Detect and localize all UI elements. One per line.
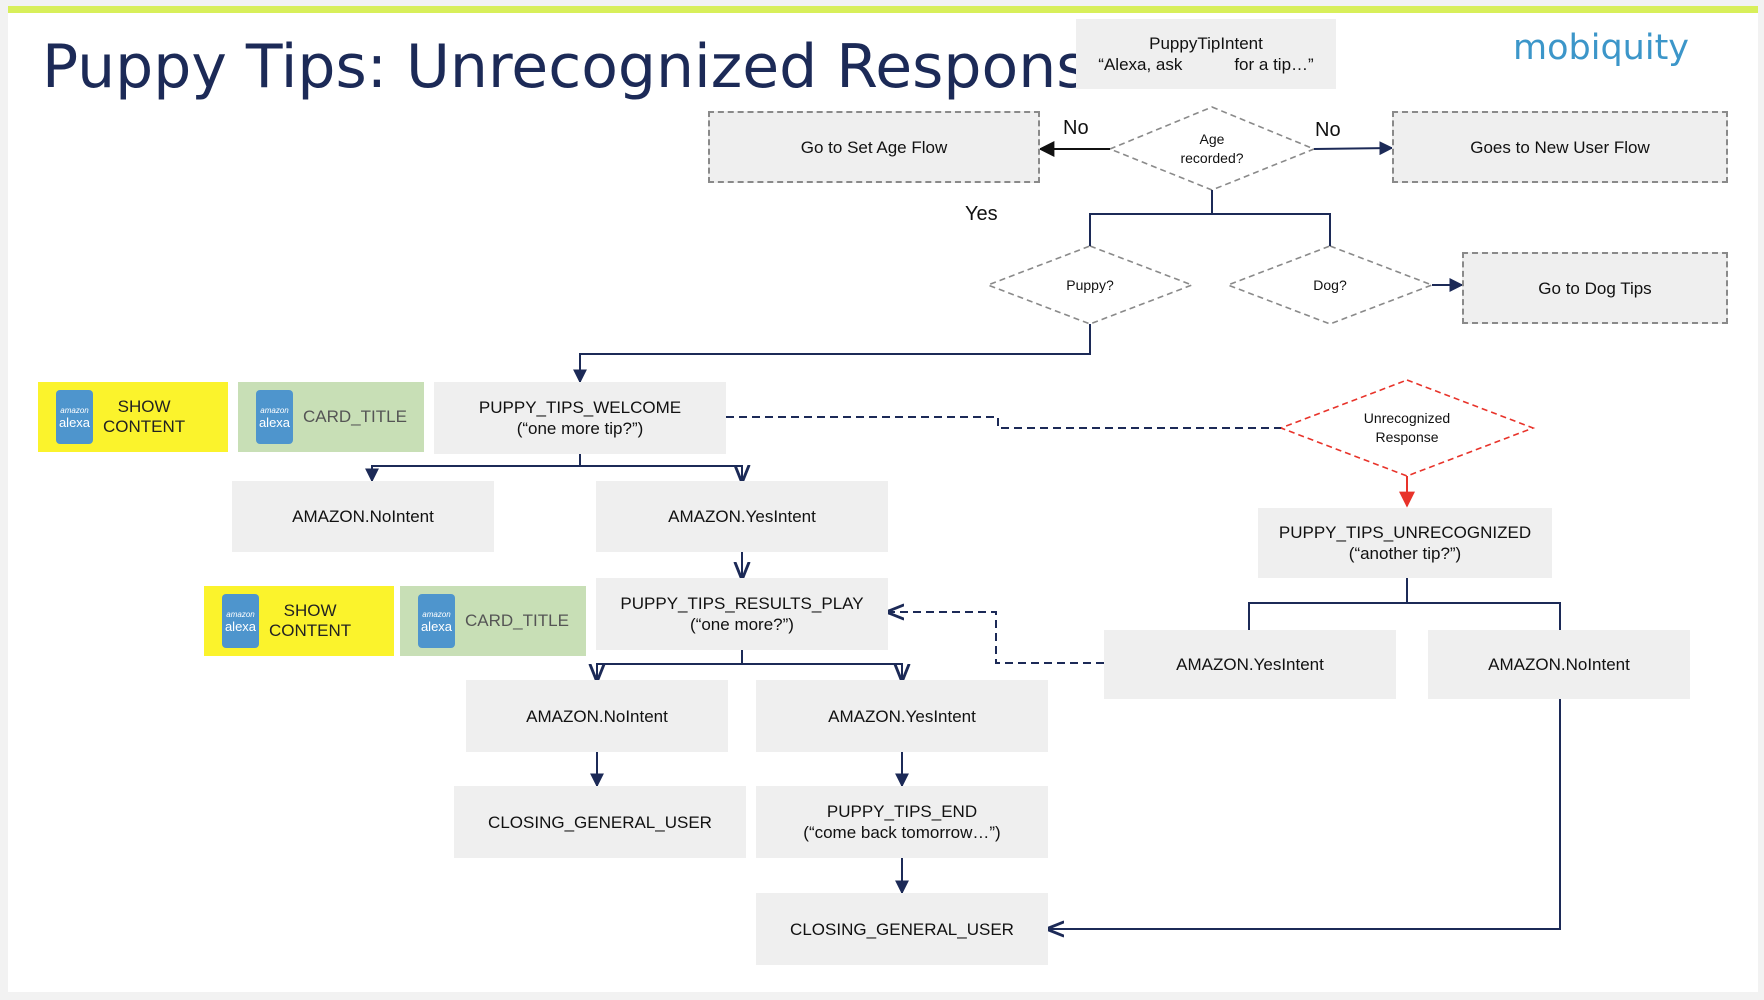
yes-intent-2-label: AMAZON.YesIntent xyxy=(828,706,976,726)
new-user-flow-label: Goes to New User Flow xyxy=(1470,137,1650,157)
unrecognized-decision-label: Unrecognized Response xyxy=(1342,405,1472,451)
alexa-icon: amazon alexa xyxy=(56,390,93,444)
edge-label-yes: Yes xyxy=(965,203,998,225)
alexa-icon: amazon alexa xyxy=(222,594,259,648)
show-content-text-2: SHOW CONTENT xyxy=(269,601,351,641)
alexa-icon-bottom-text: alexa xyxy=(258,414,291,430)
alexa-icon-bottom-text: alexa xyxy=(224,618,257,634)
show-content-line1: SHOW xyxy=(117,397,171,416)
welcome-prompt: (“one more tip?”) xyxy=(516,419,644,438)
puppy-tip-intent-node: PuppyTipIntent “Alexa, ask for a tip…” xyxy=(1076,19,1336,89)
puppy-tip-intent-utterance: “Alexa, ask for a tip…” xyxy=(1098,55,1314,74)
unrecognized-diamond xyxy=(1278,379,1536,477)
unrecognized-prompt: (“another tip?”) xyxy=(1348,544,1462,563)
flow-connectors xyxy=(365,106,1561,992)
unrecognized-decision-line2: Response xyxy=(1375,429,1439,445)
slide: Puppy Tips: Unrecognized Response mobiqu… xyxy=(8,6,1758,992)
set-age-flow-label: Go to Set Age Flow xyxy=(800,137,948,157)
yes-intent-1-label: AMAZON.YesIntent xyxy=(668,507,816,526)
age-recorded-label: Age recorded? xyxy=(1152,126,1272,172)
new-user-flow-node: Goes to New User Flow xyxy=(1392,111,1728,183)
puppy-diamond xyxy=(985,245,1195,325)
show-content-line2: CONTENT xyxy=(103,417,186,436)
slide-title: Puppy Tips: Unrecognized Response xyxy=(42,32,1125,102)
welcome-node: PUPPY_TIPS_WELCOME (“one more tip?”) xyxy=(434,382,726,454)
closing-1-label: CLOSING_GENERAL_USER xyxy=(488,812,712,832)
closing-node-1: CLOSING_GENERAL_USER xyxy=(454,786,746,858)
show-content-tag-1: amazon alexa SHOW CONTENT xyxy=(38,382,228,452)
show-content-line1: SHOW xyxy=(283,601,337,620)
results-play-node: PUPPY_TIPS_RESULTS_PLAY (“one more?”) xyxy=(596,578,888,650)
results-play-prompt: (“one more?”) xyxy=(690,615,794,634)
results-play-name: PUPPY_TIPS_RESULTS_PLAY xyxy=(620,594,864,613)
yes-intent-node-2: AMAZON.YesIntent xyxy=(756,680,1048,752)
card-title-tag-1: amazon alexa CARD_TITLE xyxy=(238,382,424,452)
puppy-tip-intent-name: PuppyTipIntent xyxy=(1149,34,1263,53)
no-intent-2-label: AMAZON.NoIntent xyxy=(526,706,668,726)
no-intent-node-1: AMAZON.NoIntent xyxy=(232,481,494,552)
yes-intent-unrec-label: AMAZON.YesIntent xyxy=(1176,655,1324,674)
tips-end-prompt: (“come back tomorrow…”) xyxy=(803,823,1001,842)
edge-label-no-left: No xyxy=(1063,117,1089,139)
alexa-icon-bottom-text: alexa xyxy=(420,618,453,634)
closing-node-2: CLOSING_GENERAL_USER xyxy=(756,893,1048,965)
tips-end-name: PUPPY_TIPS_END xyxy=(826,802,978,821)
show-content-tag-2: amazon alexa SHOW CONTENT xyxy=(204,586,394,656)
card-title-text-1: CARD_TITLE xyxy=(303,407,407,426)
set-age-flow-node: Go to Set Age Flow xyxy=(708,111,1040,183)
yes-intent-node-1: AMAZON.YesIntent xyxy=(596,481,888,552)
alexa-icon: amazon alexa xyxy=(418,594,455,648)
dog-tips-label: Go to Dog Tips xyxy=(1538,278,1652,298)
card-title-text-2: CARD_TITLE xyxy=(465,611,569,630)
age-recorded-line1: Age xyxy=(1199,131,1225,147)
closing-2-label: CLOSING_GENERAL_USER xyxy=(790,919,1014,939)
puppy-decision-label: Puppy? xyxy=(1066,276,1114,293)
alexa-icon: amazon alexa xyxy=(256,390,293,444)
dog-decision-label: Dog? xyxy=(1313,276,1347,293)
welcome-name: PUPPY_TIPS_WELCOME xyxy=(478,398,682,417)
unrecognized-name: PUPPY_TIPS_UNRECOGNIZED xyxy=(1278,523,1532,542)
alexa-icon-top-text: amazon xyxy=(60,405,89,415)
no-intent-1-label: AMAZON.NoIntent xyxy=(292,507,434,526)
show-content-text-1: SHOW CONTENT xyxy=(103,397,185,437)
dog-diamond xyxy=(1225,245,1435,325)
tips-end-node: PUPPY_TIPS_END (“come back tomorrow…”) xyxy=(756,786,1048,858)
alexa-icon-top-text: amazon xyxy=(260,405,289,415)
no-intent-unrec-node: AMAZON.NoIntent xyxy=(1428,630,1690,699)
show-content-line2: CONTENT xyxy=(269,621,352,640)
age-recorded-line2: recorded? xyxy=(1180,150,1244,166)
dog-tips-node: Go to Dog Tips xyxy=(1462,252,1728,324)
unrecognized-decision-line1: Unrecognized xyxy=(1363,410,1451,426)
no-intent-unrec-label: AMAZON.NoIntent xyxy=(1488,655,1630,674)
alexa-icon-top-text: amazon xyxy=(422,609,451,619)
unrecognized-node: PUPPY_TIPS_UNRECOGNIZED (“another tip?”) xyxy=(1258,508,1552,578)
accent-bar xyxy=(8,6,1758,13)
alexa-icon-bottom-text: alexa xyxy=(58,414,91,430)
edge-label-no-right: No xyxy=(1315,119,1341,141)
alexa-icon-top-text: amazon xyxy=(226,609,255,619)
card-title-tag-2: amazon alexa CARD_TITLE xyxy=(400,586,586,656)
yes-intent-unrec-node: AMAZON.YesIntent xyxy=(1104,630,1396,699)
mobiquity-logo: mobiquity xyxy=(1513,28,1690,68)
no-intent-node-2: AMAZON.NoIntent xyxy=(466,680,728,752)
